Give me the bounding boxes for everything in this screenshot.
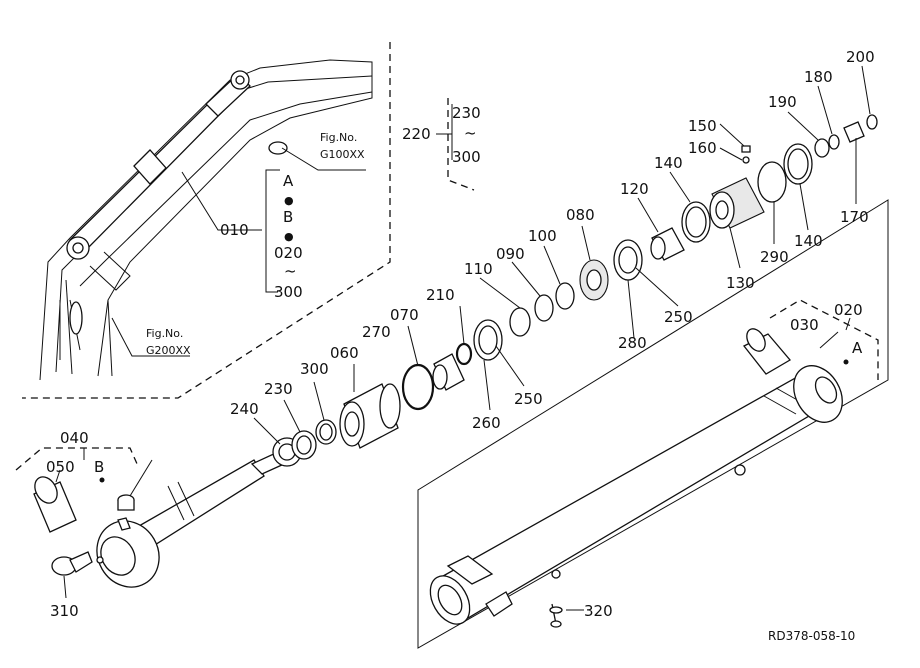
boom-callout-to: 300 (274, 283, 303, 301)
part-labels: 020 030 040 050 060 070 080 090 100 110 … (46, 48, 875, 620)
marker-a-cylinder: A (852, 339, 863, 357)
fig-bottom-line2: G200XX (146, 344, 191, 357)
label-200: 200 (846, 48, 875, 66)
label-040: 040 (60, 429, 89, 447)
cylinder-tube (429, 365, 843, 625)
ball-160 (742, 156, 750, 164)
fig-top-line2: G100XX (320, 148, 365, 161)
label-130: 130 (726, 274, 755, 292)
label-230: 230 (264, 380, 293, 398)
piston-rod (96, 451, 285, 588)
label-180: 180 (804, 68, 833, 86)
boom-callout-bracket (265, 169, 280, 293)
ring-210 (455, 342, 473, 366)
assembly-range-bottom: 300 (452, 148, 481, 166)
label-210: 210 (426, 286, 455, 304)
bushing-170 (843, 121, 865, 143)
boom-callout-dot2: ● (284, 230, 294, 243)
marker-a-dot (843, 359, 849, 365)
label-310: 310 (50, 602, 79, 620)
label-250b: 250 (514, 390, 543, 408)
boom-callout-dot1: ● (284, 194, 294, 207)
assembly-range-tilde: ~ (464, 124, 477, 142)
fig-top-line1: Fig.No. (320, 131, 357, 144)
ring-190 (814, 138, 830, 158)
leader-lines (55, 65, 871, 599)
reference-code: RD378-058-10 (768, 629, 855, 643)
boom-inset (22, 42, 391, 399)
fig-bottom-line1: Fig.No. (146, 327, 183, 340)
ring-180 (828, 134, 840, 150)
label-120: 120 (620, 180, 649, 198)
grease-fitting-330 (117, 494, 135, 511)
cylinder-group-frame (417, 199, 889, 649)
label-140b: 140 (794, 232, 823, 250)
label-100: 100 (528, 227, 557, 245)
label-280: 280 (618, 334, 647, 352)
label-320: 320 (584, 602, 613, 620)
grease-fitting-320 (549, 603, 584, 628)
bushing-050 (33, 476, 77, 533)
setscrew-150 (741, 145, 751, 153)
oring-270 (401, 363, 435, 411)
boom-inset-border (22, 42, 391, 399)
boom-callout-a: A (283, 172, 294, 190)
label-110: 110 (464, 260, 493, 278)
boom-callout-from: 020 (274, 244, 303, 262)
boom-callout-b: B (283, 208, 293, 226)
marker-b-dot (99, 477, 105, 483)
label-260: 260 (472, 414, 501, 432)
label-060: 060 (330, 344, 359, 362)
seal-rings (272, 114, 878, 467)
label-050: 050 (46, 458, 75, 476)
label-190: 190 (768, 93, 797, 111)
label-170: 170 (840, 208, 869, 226)
label-290: 290 (760, 248, 789, 266)
label-070: 070 (390, 306, 419, 324)
label-080: 080 (566, 206, 595, 224)
ring-110 (509, 307, 531, 337)
label-020: 020 (834, 301, 863, 319)
label-140a: 140 (654, 154, 683, 172)
assembly-range-top: 230 (452, 104, 481, 122)
ring-290 (757, 161, 787, 203)
boom-callout-ref: 010 (220, 221, 249, 239)
ring-100 (555, 282, 575, 310)
rod-group-border (15, 447, 139, 471)
label-030: 030 (790, 316, 819, 334)
ring-090 (534, 294, 554, 322)
boom-callout-tilde: ~ (284, 262, 297, 280)
plug-310 (51, 551, 93, 576)
label-150: 150 (688, 117, 717, 135)
label-160: 160 (688, 139, 717, 157)
label-250a: 250 (664, 308, 693, 326)
bushing-030 (742, 328, 791, 375)
assembly-range-ref: 220 (402, 125, 431, 143)
label-300: 300 (300, 360, 329, 378)
label-090: 090 (496, 245, 525, 263)
marker-b-rod: B (94, 458, 104, 476)
boom-outline (39, 59, 373, 381)
ring-200 (866, 114, 878, 130)
label-270: 270 (362, 323, 391, 341)
label-240: 240 (230, 400, 259, 418)
